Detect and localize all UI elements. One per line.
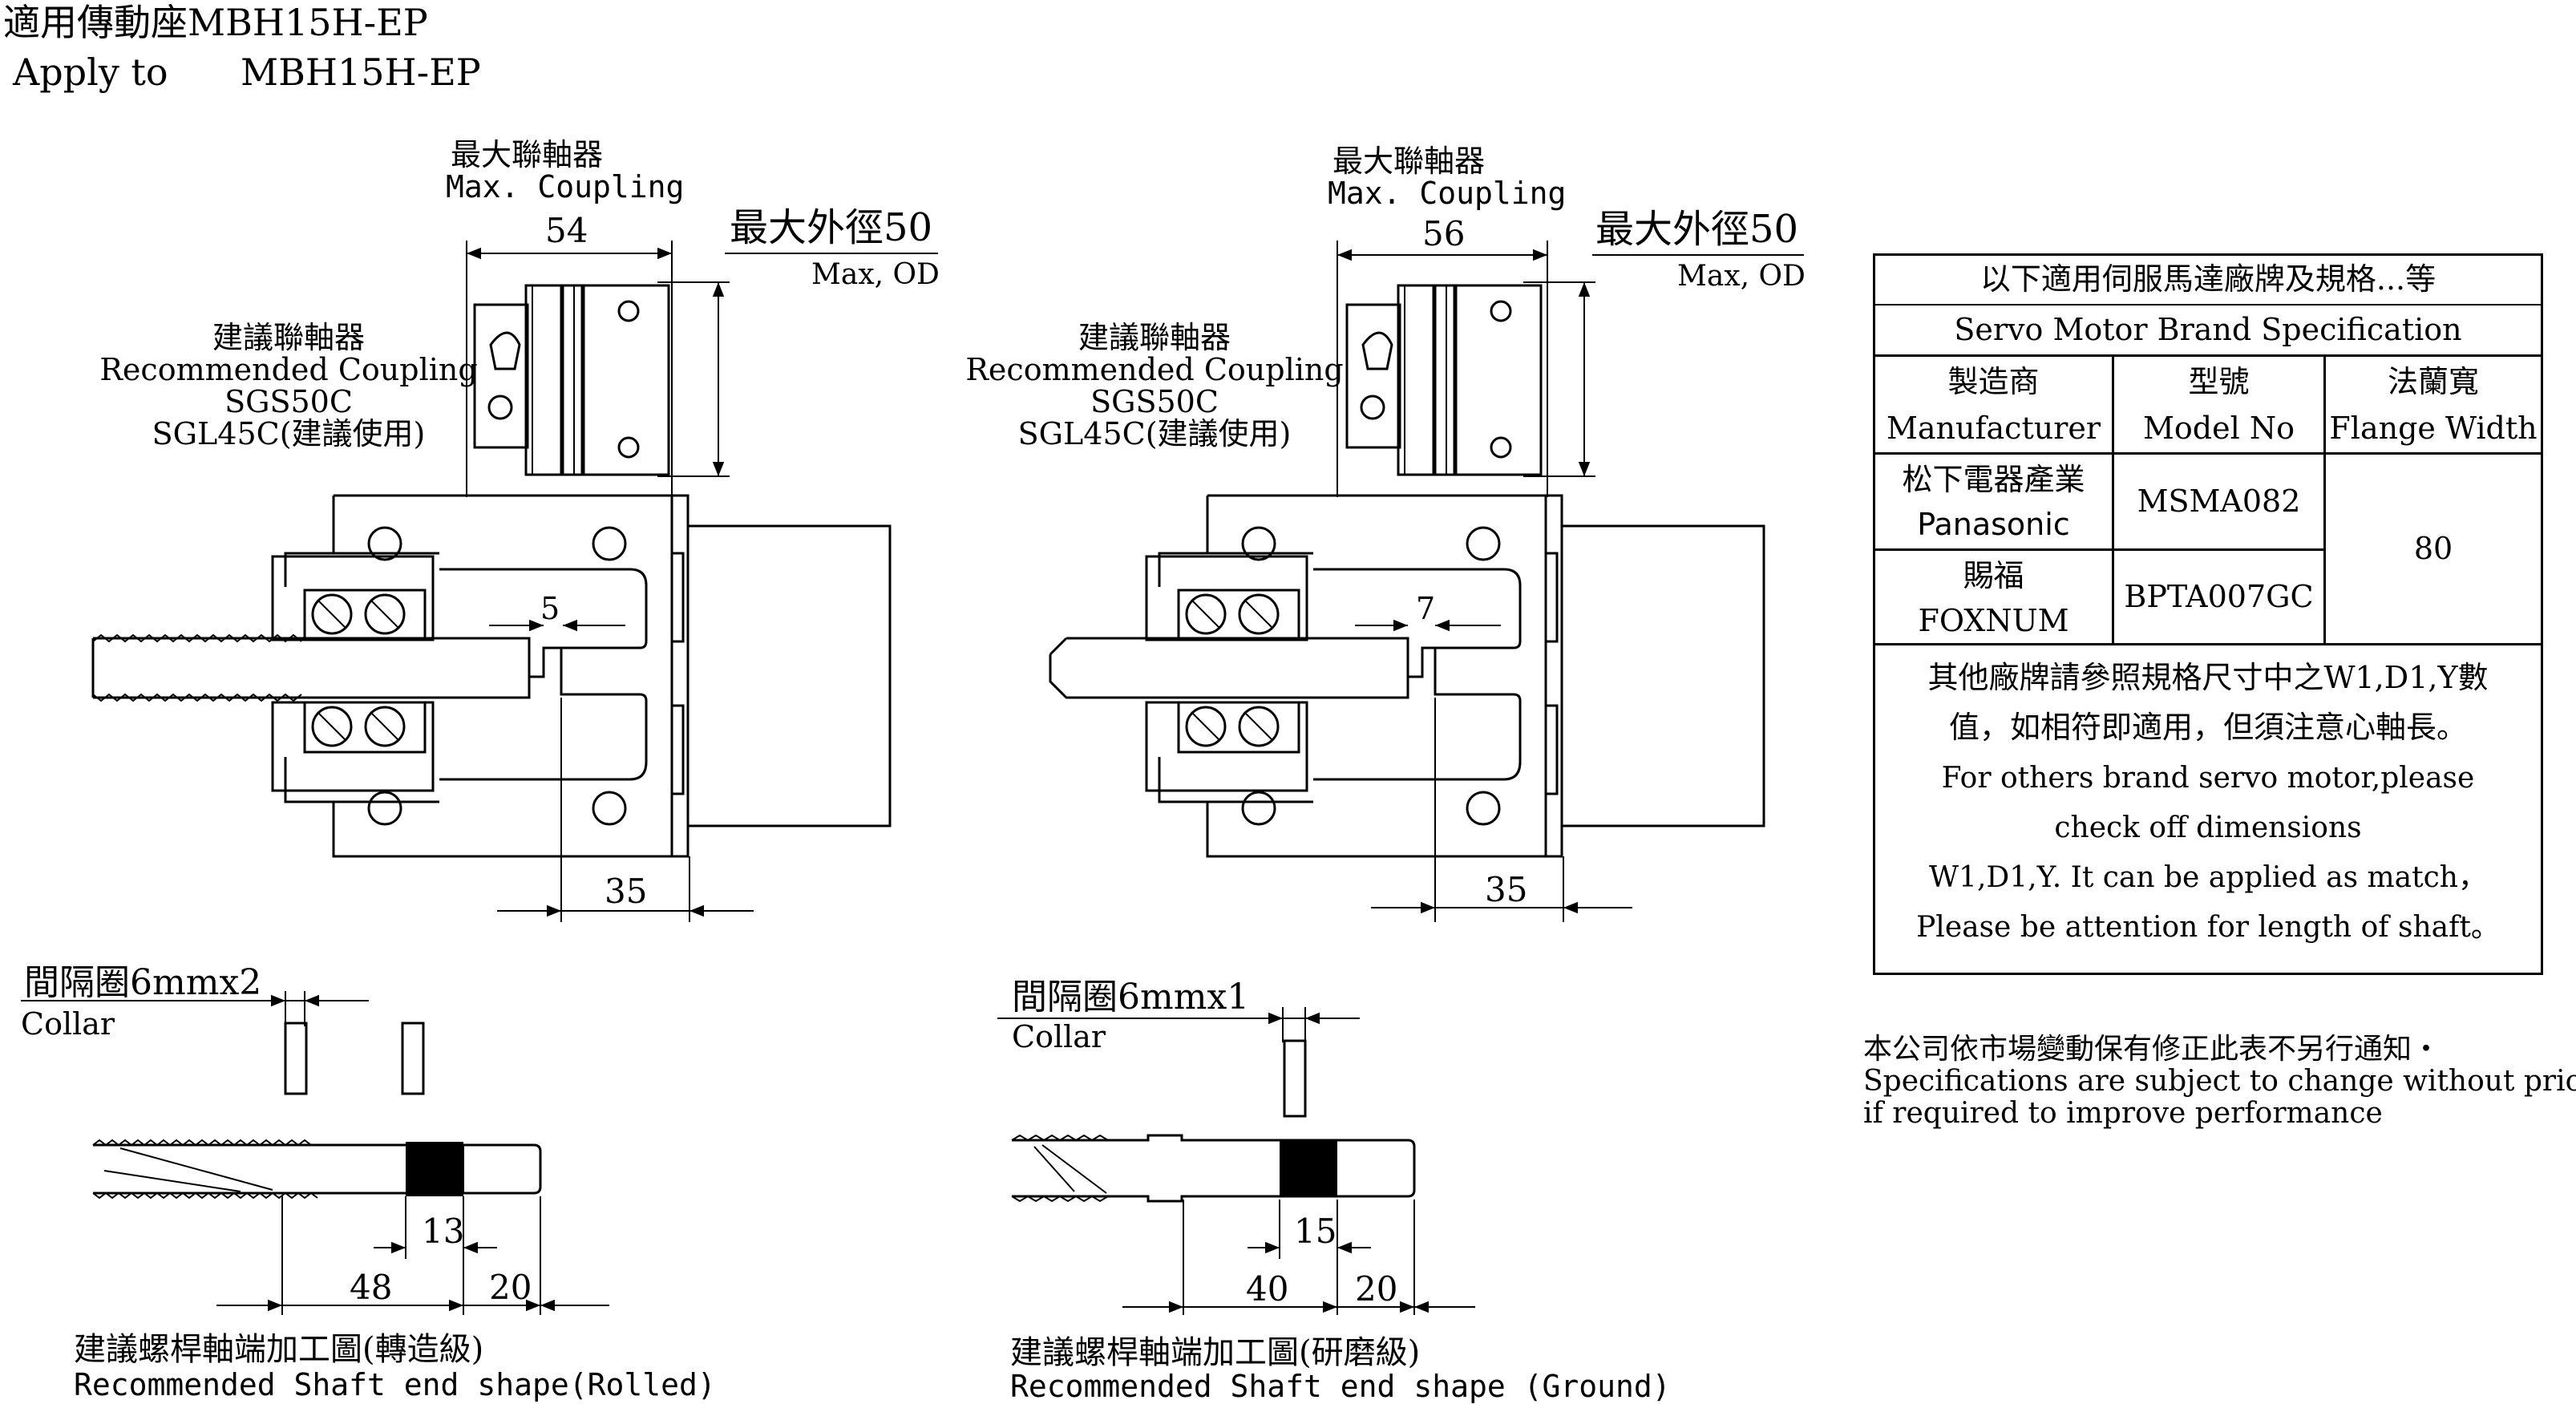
right-rec-coupling-zh: 建議聯軸器	[1078, 320, 1231, 355]
right-max-coupling-en: Max. Coupling	[1328, 176, 1566, 211]
left-rec-model-1: SGS50C	[224, 384, 353, 419]
left-shaft-caption-en: Recommended Shaft end shape(Rolled)	[74, 1367, 716, 1402]
left-shaft-dim-a: 13	[422, 1212, 464, 1251]
left-shaft-dim-c: 20	[489, 1268, 532, 1307]
right-max-od-en: Max, OD	[1677, 260, 1806, 293]
right-view: 最大聯軸器 Max. Coupling 56 最大外徑50 Max, OD 建議…	[965, 144, 1806, 1404]
right-shaft-dim-b: 40	[1246, 1269, 1288, 1309]
left-gap-dim: 5	[540, 591, 560, 626]
spec-table: 以下適用伺服馬達廠牌及規格...等 Servo Motor Brand Spec…	[1873, 253, 2543, 975]
right-shaft-caption-zh: 建議螺桿軸端加工圖(研磨級)	[1010, 1334, 1420, 1371]
left-shaft-caption-zh: 建議螺桿軸端加工圖(轉造級)	[74, 1331, 483, 1368]
row2-maker-zh: 賜福	[1963, 558, 2024, 594]
header-flange-zh: 法蘭寬	[2387, 364, 2479, 400]
left-collar-en: Collar	[21, 1006, 115, 1042]
footer-note-en-2: if required to improve performance	[1863, 1097, 2383, 1130]
left-max-od-zh: 最大外徑50	[730, 205, 932, 250]
right-collar-zh: 間隔圈6mmx1	[1012, 977, 1249, 1018]
right-shaft-dim-a: 15	[1294, 1212, 1337, 1251]
right-shaft-caption-en: Recommended Shaft end shape (Ground)	[1010, 1369, 1671, 1404]
left-max-od-en: Max, OD	[811, 258, 940, 291]
left-max-coupling-zh: 最大聯軸器	[451, 137, 603, 172]
header-apply-label: Apply to	[12, 51, 168, 94]
flange-width-value: 80	[2326, 455, 2541, 645]
left-rec-coupling-en: Recommended Coupling	[99, 352, 477, 387]
spec-table-title-zh: 以下適用伺服馬達廠牌及規格...等	[1875, 256, 2541, 305]
right-coupling-dim: 56	[1422, 214, 1465, 253]
note-en-2: check off dimensions	[2054, 811, 2362, 844]
header-model-en: Model No	[2143, 411, 2295, 447]
header-title-zh: 適用傳動座MBH15H-EP	[3, 1, 428, 44]
left-coupling-dim: 54	[545, 211, 588, 250]
header-cell-model: 型號 Model No	[2114, 357, 2326, 455]
right-max-od-zh: 最大外徑50	[1595, 207, 1798, 252]
note-zh-1: 其他廠牌請參照規格尺寸中之W1,D1,Y數	[1927, 660, 2489, 696]
header-cell-manufacturer: 製造商 Manufacturer	[1875, 357, 2114, 455]
note-en-3: W1,D1,Y. It can be applied as match，	[1929, 860, 2487, 894]
row2-maker-en: FOXNUM	[1918, 603, 2069, 639]
header-cell-flange: 法蘭寬 Flange Width	[2326, 357, 2541, 455]
footer-note-en-1: Specifications are subject to change wit…	[1863, 1065, 2576, 1098]
note-en-4: Please be attention for length of shaft。	[1916, 910, 2500, 944]
header-manufacturer-en: Manufacturer	[1886, 411, 2101, 447]
left-shaft-dim-b: 48	[350, 1268, 392, 1307]
note-zh-2: 值，如相符即適用，但須注意心軸長。	[1948, 710, 2467, 746]
row2-model: BPTA007GC	[2114, 551, 2326, 645]
right-rec-model-1: SGS50C	[1090, 384, 1219, 419]
table-row: 賜福 FOXNUM	[1875, 551, 2114, 645]
header-flange-en: Flange Width	[2329, 411, 2538, 447]
right-gap-dim: 7	[1416, 591, 1435, 626]
right-rec-coupling-en: Recommended Coupling	[965, 352, 1343, 387]
right-shaft-dim-c: 20	[1355, 1269, 1397, 1309]
note-en-1: For others brand servo motor,please	[1941, 761, 2475, 795]
left-collar-zh: 間隔圈6mmx2	[24, 962, 261, 1003]
row1-maker-zh: 松下電器產業	[1902, 462, 2085, 498]
header-apply-model: MBH15H-EP	[241, 51, 481, 94]
header-model-zh: 型號	[2188, 364, 2250, 400]
footer-note-zh: 本公司依市場變動保有修正此表不另行通知・	[1863, 1033, 2441, 1066]
right-max-coupling-zh: 最大聯軸器	[1332, 144, 1485, 179]
header-manufacturer-zh: 製造商	[1947, 364, 2040, 400]
right-rec-model-2: SGL45C(建議使用)	[1018, 416, 1292, 451]
left-view: 最大聯軸器 Max. Coupling 54 最大外徑50 Max, OD 建議…	[21, 137, 940, 1402]
spec-table-title-en: Servo Motor Brand Specification	[1875, 305, 2541, 357]
right-collar-en: Collar	[1012, 1019, 1106, 1054]
right-depth-dim: 35	[1485, 870, 1527, 909]
left-rec-coupling-zh: 建議聯軸器	[212, 320, 365, 355]
table-row: 松下電器產業 Panasonic	[1875, 455, 2114, 551]
left-depth-dim: 35	[605, 872, 647, 911]
row1-maker-en: Panasonic	[1917, 507, 2070, 543]
left-rec-model-2: SGL45C(建議使用)	[152, 416, 426, 451]
row1-model: MSMA082	[2114, 455, 2326, 551]
left-max-coupling-en: Max. Coupling	[446, 169, 684, 204]
